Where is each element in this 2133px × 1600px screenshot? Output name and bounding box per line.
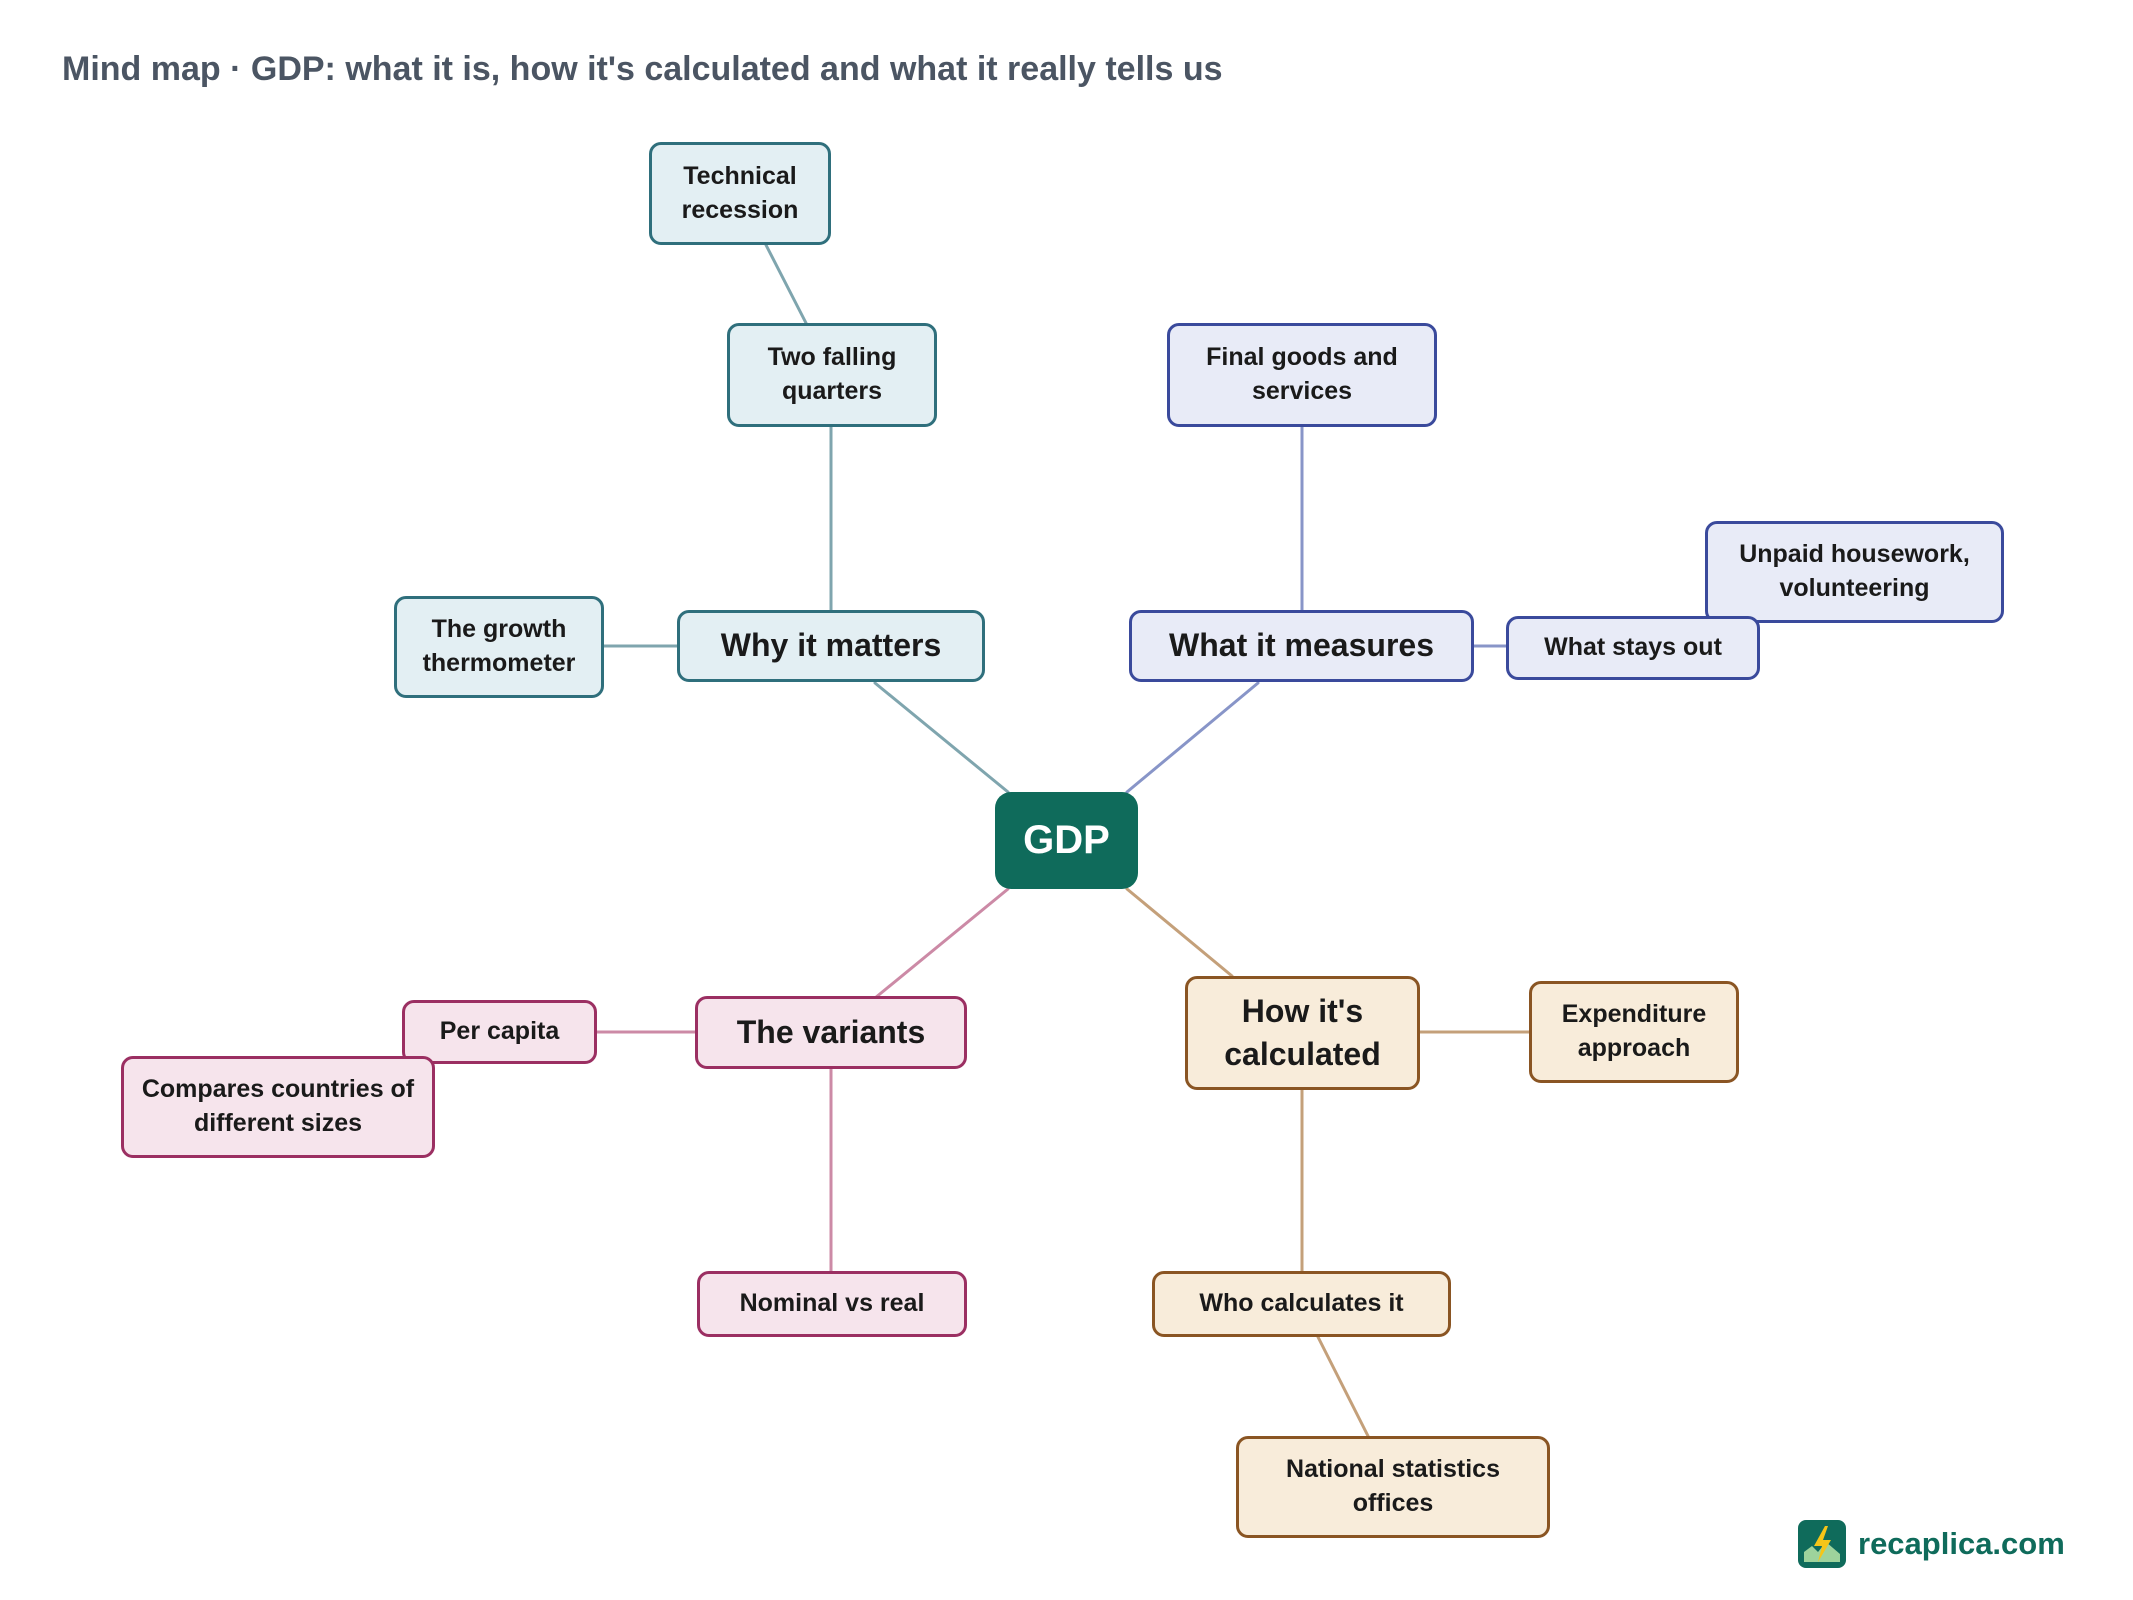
edge-center-measures	[1125, 681, 1260, 794]
edge-center-variants	[873, 887, 1010, 1000]
brand-logo[interactable]: recaplica.com	[1798, 1520, 2065, 1568]
node-compares-countries[interactable]: Compares countries of different sizes	[121, 1056, 435, 1158]
node-unpaid-housework[interactable]: Unpaid housework, volunteering	[1705, 521, 2004, 623]
edge-two-falling-technical	[764, 243, 808, 325]
node-who-calculates-it[interactable]: Who calculates it	[1152, 1271, 1451, 1337]
node-per-capita[interactable]: Per capita	[402, 1000, 597, 1064]
branch-the-variants[interactable]: The variants	[695, 996, 967, 1069]
center-node-gdp[interactable]: GDP	[995, 792, 1138, 889]
node-growth-thermometer[interactable]: The growth thermometer	[394, 596, 604, 698]
node-final-goods[interactable]: Final goods and services	[1167, 323, 1437, 427]
node-what-stays-out[interactable]: What stays out	[1506, 616, 1760, 680]
node-technical-recession[interactable]: Technical recession	[649, 142, 831, 245]
node-two-falling-quarters[interactable]: Two falling quarters	[727, 323, 937, 427]
branch-why-it-matters[interactable]: Why it matters	[677, 610, 985, 682]
edge-center-calculated	[1125, 887, 1234, 978]
node-expenditure-approach[interactable]: Expenditure approach	[1529, 981, 1739, 1083]
node-national-statistics-offices[interactable]: National statistics offices	[1236, 1436, 1550, 1538]
branch-how-its-calculated[interactable]: How it's calculated	[1185, 976, 1420, 1090]
page-title: Mind map · GDP: what it is, how it's cal…	[62, 50, 1223, 88]
node-nominal-vs-real[interactable]: Nominal vs real	[697, 1271, 967, 1337]
branch-what-it-measures[interactable]: What it measures	[1129, 610, 1474, 682]
lightning-icon	[1798, 1520, 1846, 1568]
brand-name: recaplica.com	[1858, 1526, 2065, 1561]
edge-center-why	[873, 681, 1010, 794]
edge-who-national	[1316, 1335, 1370, 1438]
